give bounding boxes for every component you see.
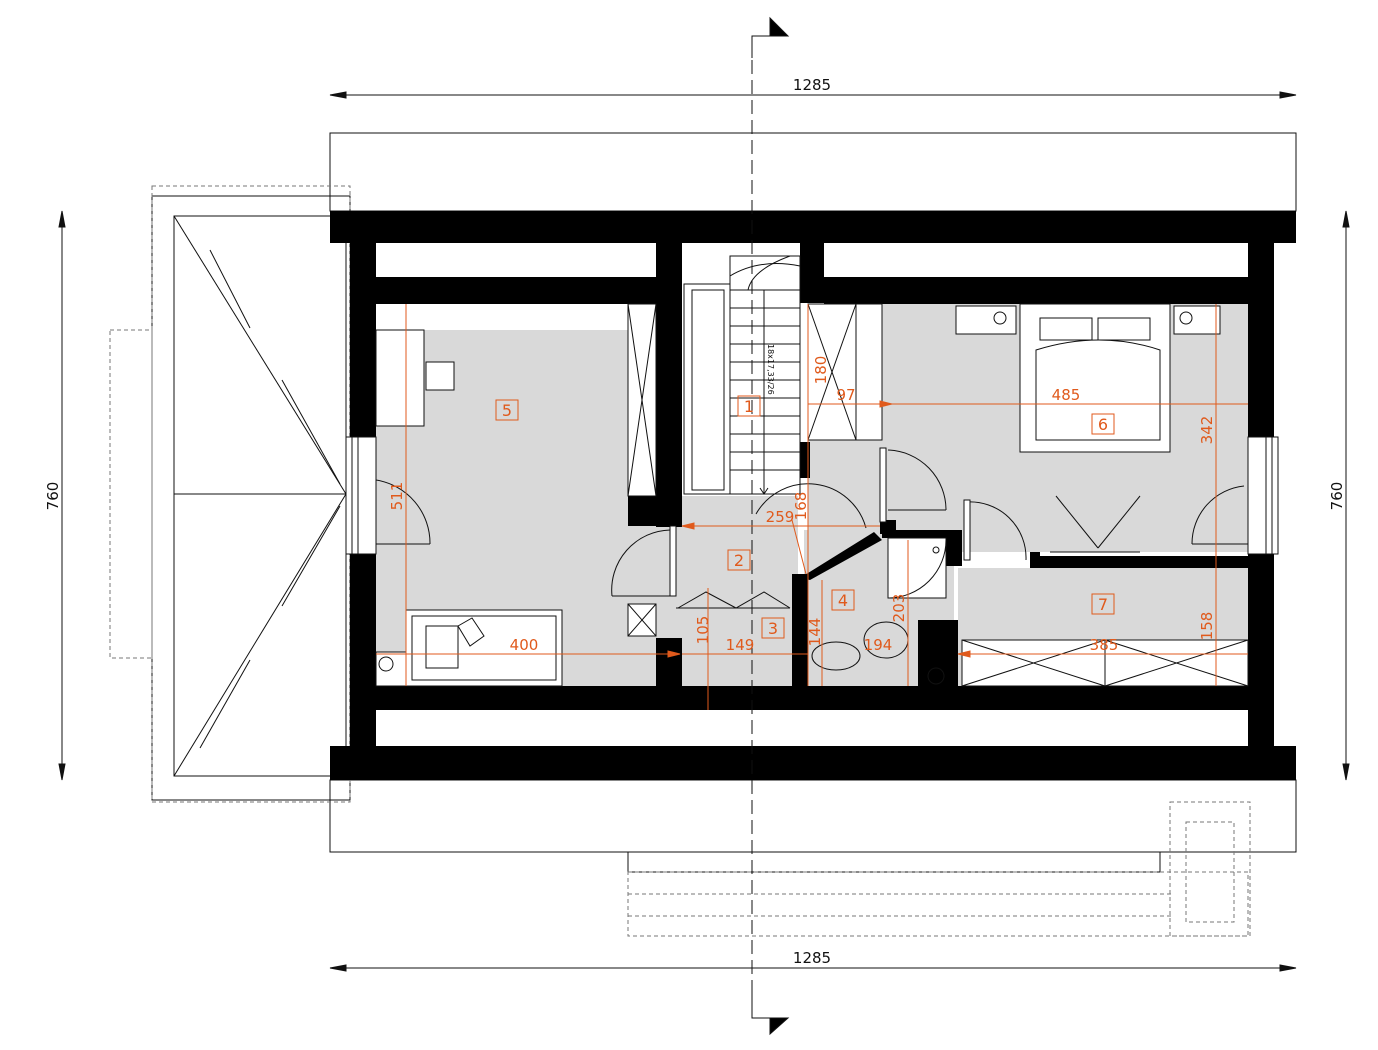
dim-bath-height: 203 bbox=[890, 594, 908, 623]
overall-depth-left: 760 bbox=[44, 482, 62, 511]
stair-note: 18x17,33/26 bbox=[766, 344, 775, 395]
stairs bbox=[729, 255, 801, 495]
room-label-2: 2 bbox=[727, 549, 751, 571]
dim-room5-height: 511 bbox=[388, 482, 406, 511]
svg-text:7: 7 bbox=[1098, 595, 1108, 614]
room-label-7: 7 bbox=[1091, 593, 1115, 615]
room-label-6: 6 bbox=[1091, 413, 1115, 435]
section-markers bbox=[751, 16, 790, 1036]
room-label-1: 1 bbox=[737, 395, 761, 417]
walls bbox=[330, 211, 1296, 780]
window-frames bbox=[351, 437, 1273, 554]
dim-hall-small: 168 bbox=[792, 492, 810, 521]
dim-stair-opening: 180 bbox=[812, 356, 830, 385]
svg-text:2: 2 bbox=[734, 551, 744, 570]
room-label-4: 4 bbox=[831, 589, 855, 611]
dim-room7-width: 385 bbox=[1090, 636, 1119, 654]
overall-width-bottom: 1285 bbox=[793, 949, 831, 967]
overall-dimension-lines bbox=[58, 91, 1350, 972]
dim-bath-height-left: 144 bbox=[806, 618, 824, 647]
door-leaves bbox=[669, 447, 971, 597]
left-roof-lines bbox=[173, 215, 347, 777]
interior-dimension-lines bbox=[376, 304, 1248, 710]
room-label-5: 5 bbox=[495, 399, 519, 421]
dim-room6-width: 485 bbox=[1052, 386, 1081, 404]
overall-width-top: 1285 bbox=[793, 76, 831, 94]
dim-room6-height: 342 bbox=[1198, 416, 1216, 445]
dim-wardrobe-depth: 97 bbox=[836, 386, 855, 404]
svg-text:3: 3 bbox=[768, 619, 778, 638]
dim-closet-width: 149 bbox=[726, 636, 755, 654]
furniture-lines bbox=[378, 303, 1249, 687]
svg-text:5: 5 bbox=[502, 401, 512, 420]
overall-depth-right: 760 bbox=[1328, 482, 1346, 511]
room5-top-strip bbox=[376, 304, 628, 330]
svg-text:4: 4 bbox=[838, 591, 848, 610]
dim-room7-height: 158 bbox=[1198, 612, 1216, 641]
doors bbox=[375, 449, 1248, 597]
dim-room5-width: 400 bbox=[510, 636, 539, 654]
svg-text:6: 6 bbox=[1098, 415, 1108, 434]
dim-closet-height: 105 bbox=[694, 616, 712, 645]
dim-bath-width: 194 bbox=[864, 636, 893, 654]
windows bbox=[345, 436, 1279, 555]
dim-hall-width: 259 bbox=[766, 508, 795, 526]
svg-text:1: 1 bbox=[744, 397, 754, 416]
room-label-3: 3 bbox=[761, 617, 785, 639]
